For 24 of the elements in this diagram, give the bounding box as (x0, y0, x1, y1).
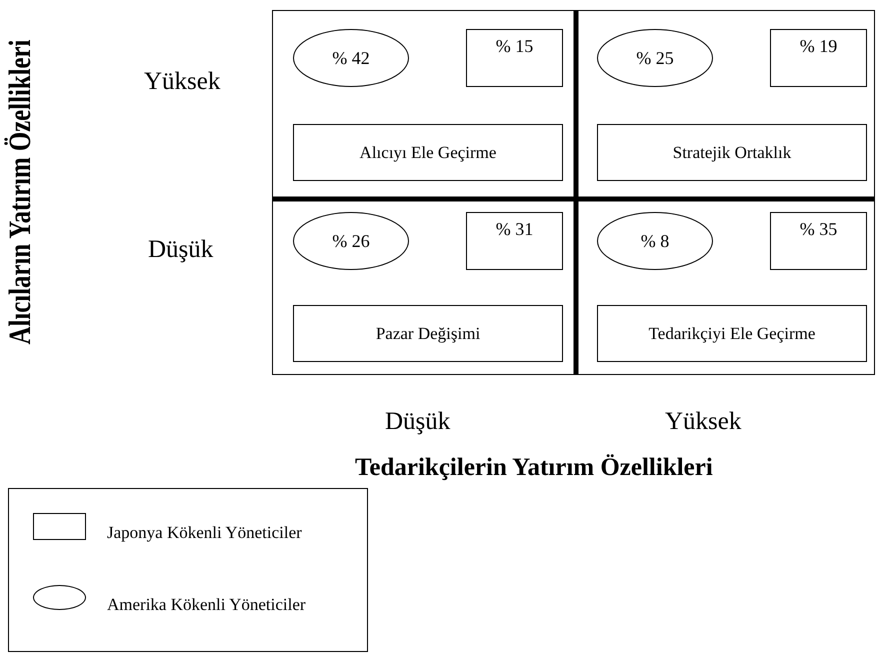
legend-label: Japonya Kökenli Yöneticiler (107, 523, 302, 543)
strategy-label-box: Alıcıyı Ele Geçirme (293, 124, 563, 181)
percentage-ellipse: % 26 (293, 212, 409, 270)
axis-title: Tedarikçilerin Yatırım Özellikleri (355, 454, 713, 482)
percentage-box: % 15 (466, 29, 563, 87)
strategy-label-box: Tedarikçiyi Ele Geçirme (597, 305, 867, 362)
strategy-label-box: Stratejik Ortaklık (597, 124, 867, 181)
percentage-ellipse: % 8 (597, 212, 713, 270)
matrix-cell (576, 199, 875, 375)
axis-label: Düşük (385, 408, 450, 436)
percentage-ellipse: % 25 (597, 29, 713, 87)
strategy-label-box: Pazar Değişimi (293, 305, 563, 362)
matrix-cell (272, 10, 576, 199)
matrix-cell (272, 199, 576, 375)
matrix-cell (576, 10, 875, 199)
axis-label: Yüksek (144, 68, 220, 96)
legend-label: Amerika Kökenli Yöneticiler (107, 595, 306, 615)
percentage-ellipse: % 42 (293, 29, 409, 87)
percentage-box: % 35 (770, 212, 867, 270)
percentage-box: % 31 (466, 212, 563, 270)
axis-label: Yüksek (665, 408, 742, 436)
axis-title: Alıcıların Yatırım Özellikleri (2, 40, 38, 344)
percentage-box: % 19 (770, 29, 867, 87)
axis-label: Düşük (148, 236, 214, 264)
